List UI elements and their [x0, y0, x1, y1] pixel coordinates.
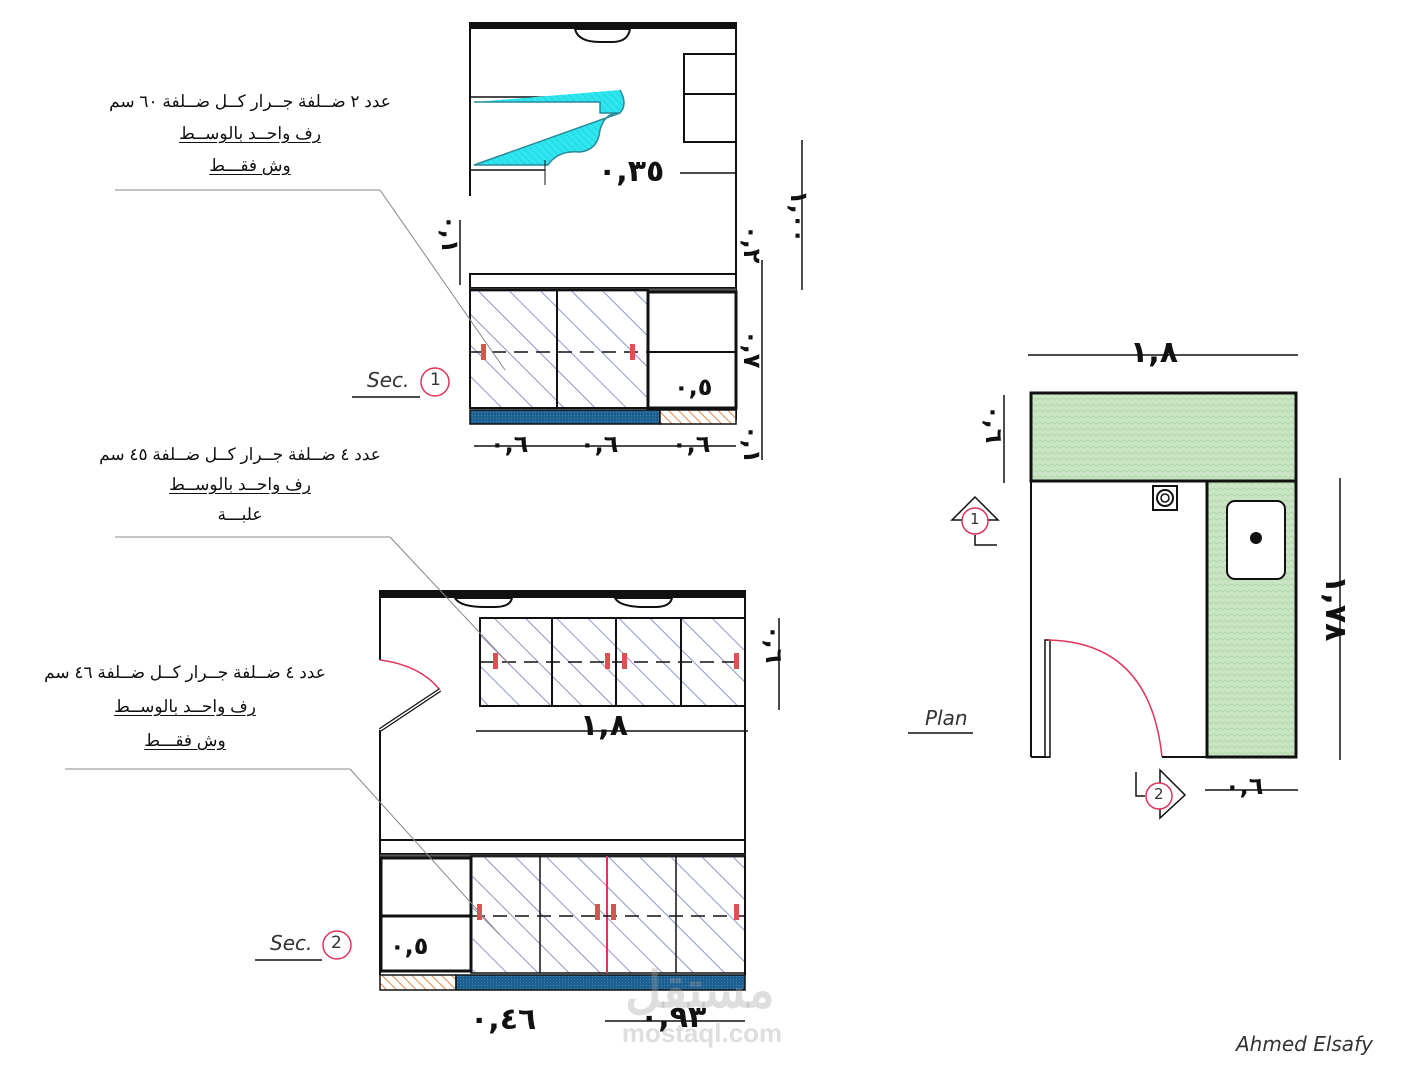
dim-sec1-width-b: ٠,٦	[580, 430, 619, 458]
sec1-marker	[420, 367, 450, 397]
note-line: وش فقـــط	[144, 731, 226, 750]
plan-marker-2: 2	[1154, 785, 1164, 803]
sec1-number: 1	[430, 370, 441, 390]
dim-sec1-plinth: ٠,١	[738, 425, 766, 464]
plan-marker-1: 1	[970, 510, 980, 528]
dim-sec1-total-height: ١,٠٠	[785, 190, 813, 244]
note-line: رف واحــد بالوســط	[114, 697, 256, 716]
note-line: وش فقـــط	[209, 156, 291, 175]
dim-plan-top-depth: ٠,٦	[980, 405, 1008, 444]
author-signature: Ahmed Elsafy	[1236, 1032, 1373, 1056]
dim-sec1-upper-height: ٠,٢	[738, 225, 766, 264]
dim-sec2-upper-depth: ٠,٦	[760, 625, 788, 664]
dim-sec2-drawer: ٠,٥	[390, 932, 429, 960]
handle-icon	[630, 344, 635, 360]
section-1-elevation	[115, 22, 803, 460]
dim-sec1-width-c: ٠,٦	[672, 430, 711, 458]
watermark-latin: mostaql.com	[621, 1018, 783, 1048]
dim-plan-top-width: ١,٨	[1130, 335, 1179, 370]
dim-sec1-drawer: ٠,٥	[674, 373, 713, 401]
dim-sec1-gap: ٠,١	[436, 215, 464, 254]
sec2-label: Sec.	[270, 931, 313, 955]
dim-sec1-lower-height: ٠,٧	[738, 330, 766, 369]
dim-sec2-width: ١,٨	[580, 708, 629, 743]
note-line: رف واحــد بالوســط	[179, 124, 321, 143]
section-2-elevation	[65, 536, 780, 1022]
sec2-number: 2	[331, 933, 342, 953]
dim-plan-side-width: ٠,٦	[1225, 772, 1264, 800]
dim-sec1-width-a: ٠,٦	[490, 430, 529, 458]
note-line: رف واحــد بالوســط	[169, 475, 311, 494]
dim-sec2-left: ٠,٤٦	[470, 1002, 537, 1037]
sec1-label: Sec.	[367, 368, 410, 392]
note-sec2: عدد ٤ ضــلفة جــرار كــل ضــلفة ٤٦ سم رف…	[15, 656, 355, 758]
dim-sec2-right: ٠,٩٣	[640, 1000, 707, 1035]
dim-plan-side-length: ١,٧٨	[1318, 575, 1353, 642]
handle-icon	[481, 344, 486, 360]
dim-sec1-upper-depth: ٠,٣٥	[598, 154, 665, 189]
note-line: علبـــة	[217, 505, 263, 524]
note-sec1-bottom: عدد ٤ ضــلفة جــرار كــل ضــلفة ٤٥ سم رف…	[70, 440, 410, 530]
plan-label: Plan	[925, 706, 968, 730]
sec2-marker	[322, 930, 352, 960]
note-line: عدد ٢ ضــلفة جــرار كــل ضــلفة ٦٠ سم	[109, 92, 391, 111]
note-sec1-top: عدد ٢ ضــلفة جــرار كــل ضــلفة ٦٠ سم رف…	[80, 86, 420, 182]
note-line: عدد ٤ ضــلفة جــرار كــل ضــلفة ٤٦ سم	[44, 663, 326, 682]
plan-view	[950, 354, 1341, 820]
note-line: عدد ٤ ضــلفة جــرار كــل ضــلفة ٤٥ سم	[99, 445, 381, 464]
watermark-arabic: مستقل	[625, 962, 775, 1018]
